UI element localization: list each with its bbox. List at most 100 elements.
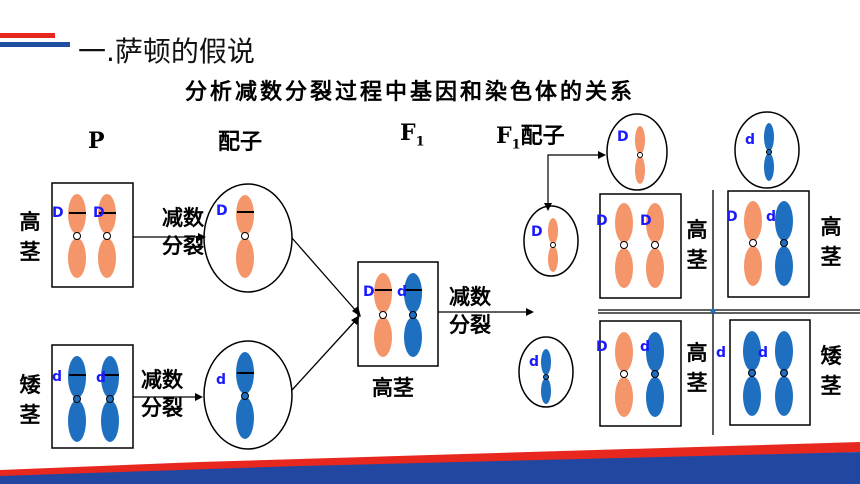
label-tall-char: 茎 [820, 244, 842, 269]
meiosis-label-line: 分裂 [162, 233, 204, 258]
label-tall-char: 茎 [686, 370, 708, 395]
label-tall-char: 茎 [19, 239, 41, 264]
allele-label: d [96, 370, 107, 386]
col-header-f1-sub: 1 [415, 134, 425, 150]
chromosome-d [775, 331, 793, 416]
chromosome-D [98, 194, 116, 278]
page-title: 一.萨顿的假说 [78, 35, 255, 68]
allele-label: D [617, 129, 629, 145]
chromosome-d [646, 332, 664, 417]
col-header-f1: F1 [400, 120, 425, 149]
chromosome-d [775, 201, 793, 286]
allele-label: D [363, 284, 375, 300]
label-tall: 高 茎 [685, 338, 709, 398]
meiosis-label: 减数 分裂 [449, 283, 491, 339]
punnett-cell-DD [599, 193, 682, 299]
allele-label: D [93, 205, 105, 221]
label-tall: 高 茎 [819, 212, 843, 272]
col-header-f1-gamete-sub: 1 [511, 137, 521, 153]
chromosome-D [236, 195, 254, 278]
label-short-char: 矮 [820, 343, 842, 368]
allele-label: d [640, 339, 651, 355]
label-tall: 高 茎 [685, 215, 709, 275]
punnett-cell-Dd [599, 320, 682, 427]
arrow-fertilization [291, 237, 361, 317]
chromosome-d [541, 349, 551, 404]
label-tall: 高 茎 [18, 207, 42, 267]
allele-label: D [640, 213, 652, 229]
punnett-cell-Dd [727, 190, 810, 298]
chromosome-D [646, 203, 664, 288]
chromosome-D [615, 203, 633, 288]
chromosome-D [615, 332, 633, 417]
meiosis-label-line: 分裂 [449, 312, 491, 337]
label-short-char: 矮 [19, 372, 41, 397]
allele-label: D [52, 205, 64, 221]
meiosis-label: 减数 分裂 [141, 366, 183, 422]
col-header-f1-main: F [400, 120, 416, 146]
chromosome-D [68, 194, 86, 278]
punnett-cell-dd [729, 319, 811, 426]
label-short: 矮 茎 [18, 370, 42, 430]
chromosome-d [764, 123, 774, 181]
label-tall-char: 高 [686, 340, 708, 365]
meiosis-label: 减数 分裂 [162, 204, 204, 260]
allele-label: d [216, 372, 227, 388]
f1-gamete-cell-D [606, 113, 668, 191]
meiosis-label-line: 减数 [162, 205, 204, 230]
col-header-f1-gamete-main: F [496, 123, 512, 149]
chromosome-d [743, 331, 761, 416]
allele-label: d [529, 354, 540, 370]
allele-label: D [216, 203, 228, 219]
f1-box [357, 261, 439, 367]
meiosis-label-line: 减数 [449, 284, 491, 309]
arrow-meiosis [133, 393, 203, 401]
col-header-gamete: 配子 [218, 129, 263, 155]
header-accent-blue [0, 42, 70, 47]
label-tall-char: 茎 [686, 247, 708, 272]
chromosome-D [635, 126, 645, 184]
label-tall-char: 高 [686, 217, 708, 242]
f1-gamete-cell-d [518, 336, 574, 408]
chromosome-D [548, 218, 558, 272]
header-accent-red [0, 33, 55, 38]
col-header-f1-gamete-suffix: 配子 [520, 123, 565, 149]
col-header-parent: P [88, 128, 105, 154]
allele-label: D [596, 213, 608, 229]
chromosome-D [744, 201, 762, 286]
arrow-fertilization [291, 315, 360, 391]
punnett-center-dot [710, 308, 716, 314]
allele-label: d [716, 345, 727, 361]
label-tall-char: 高 [19, 209, 41, 234]
diagram-subtitle: 分析减数分裂过程中基因和染色体的关系 [185, 80, 636, 105]
allele-label: D [531, 224, 543, 240]
allele-label: d [758, 345, 769, 361]
f1-gamete-cell-D [523, 205, 579, 277]
gamete-cell-d [203, 340, 293, 450]
label-short-char: 茎 [820, 373, 842, 398]
allele-label: d [52, 369, 63, 385]
col-header-f1-gamete: F1配子 [496, 118, 565, 152]
arrow-meiosis [133, 233, 206, 241]
p-short-box [51, 344, 134, 449]
allele-label: D [726, 209, 738, 225]
allele-label: d [745, 132, 756, 148]
label-short: 矮 茎 [819, 341, 843, 401]
allele-label: d [766, 209, 777, 225]
chromosome-D [374, 273, 392, 357]
meiosis-label-line: 分裂 [141, 395, 183, 420]
chromosome-d [68, 356, 86, 442]
meiosis-label-line: 减数 [141, 367, 183, 392]
label-f1-tall: 高茎 [372, 375, 414, 400]
footer-wave-blue [0, 452, 860, 484]
allele-label: d [397, 284, 408, 300]
arrow-connector [544, 151, 606, 211]
chromosome-d [236, 352, 254, 439]
chromosome-d [404, 273, 422, 357]
arrow-meiosis [438, 308, 534, 316]
label-short-char: 茎 [19, 402, 41, 427]
allele-label: D [596, 339, 608, 355]
f1-gamete-cell-d [734, 111, 800, 189]
p-tall-box [51, 182, 134, 288]
